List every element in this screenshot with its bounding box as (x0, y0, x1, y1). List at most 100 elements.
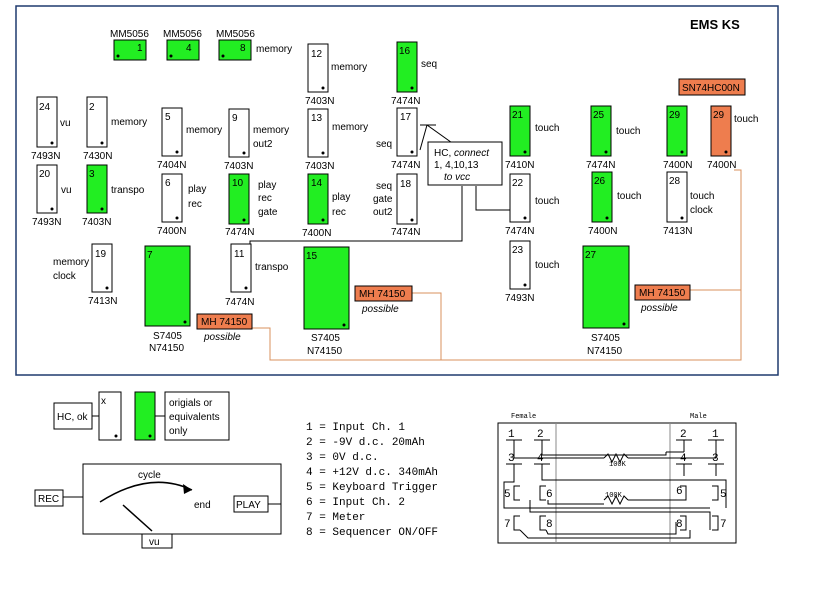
chip-14-function-2: rec (332, 207, 346, 218)
flow-cycle-label: cycle (138, 470, 161, 481)
mh74150-label-3: MH 74150 (639, 288, 686, 299)
legend-originals-1: origials or (169, 398, 213, 409)
chip-6-function-1: play (188, 184, 206, 195)
hc-note-prefix: HC, (434, 148, 451, 159)
chip-10-function-2: rec (258, 193, 272, 204)
pin1-dot (604, 150, 608, 154)
sn74hc00n-label-box (678, 78, 746, 96)
switch-lever (122, 504, 153, 532)
female-pin-7: 7 (504, 519, 511, 531)
chip-21 (509, 105, 531, 157)
mm5056-label-4: MM5056 (163, 29, 202, 40)
chip-8-function: memory (256, 44, 292, 55)
pin1-dot (175, 150, 179, 154)
pin1-dot (244, 286, 248, 290)
pin1-dot (321, 86, 325, 90)
chip-19-function-1: memory (53, 257, 89, 268)
pin-line-2: 2 = -9V d.c. 20mAh (306, 437, 425, 449)
mh74150-note-1: possible (203, 332, 241, 343)
chip-15-part-2: N74150 (307, 346, 342, 357)
chip-2-function: memory (111, 117, 147, 128)
chip-14-number: 14 (311, 178, 323, 189)
chip-13-function: memory (332, 122, 368, 133)
chip-14 (307, 173, 329, 225)
chip-24 (36, 96, 58, 148)
legend-green-chip (134, 391, 156, 441)
chip-24-function: vu (60, 118, 71, 129)
chip-17-function: seq (376, 139, 392, 150)
chip-28-number: 28 (669, 176, 681, 187)
pin1-dot (605, 216, 609, 220)
male-pin-6: 6 (676, 486, 683, 498)
chip-10-function-1: play (258, 180, 276, 191)
pin1-dot (724, 150, 728, 154)
chip-3-function: transpo (111, 185, 145, 196)
chip-26-function: touch (617, 191, 641, 202)
chip-6-number: 6 (165, 178, 171, 189)
chip-18-function-3: out2 (373, 207, 393, 218)
flow-play-label: PLAY (236, 500, 261, 511)
chip-26-part: 7400N (588, 226, 617, 237)
diagram-title: EMS KS (690, 17, 740, 32)
chip-25-number: 25 (593, 110, 605, 121)
female-pin-4: 4 (537, 453, 544, 465)
chip-29-orange-part: 7400N (707, 160, 736, 171)
chip-4 (166, 39, 200, 61)
male-pin-1: 1 (712, 429, 719, 441)
female-label: Female (511, 413, 536, 421)
mh74150-note-2: possible (361, 304, 399, 315)
chip-22 (509, 173, 531, 223)
pin1-dot (342, 323, 346, 327)
chip-5-function: memory (186, 125, 222, 136)
chip-16-number: 16 (399, 46, 411, 57)
chip-29-orange-number: 29 (713, 110, 725, 121)
pin1-dot (321, 218, 325, 222)
pin1-dot (410, 86, 414, 90)
pin1-dot (680, 150, 684, 154)
chip-26 (591, 171, 613, 223)
pin-line-8: 8 = Sequencer ON/OFF (306, 527, 438, 539)
chip-8 (218, 39, 252, 61)
chip-13 (307, 108, 329, 158)
pin-line-3: 3 = 0V d.c. (306, 452, 379, 464)
chip-12-function: memory (331, 62, 367, 73)
chip-3-part: 7403N (82, 217, 111, 228)
chip-20 (36, 164, 58, 214)
chip-1 (113, 39, 147, 61)
pin1-dot (242, 218, 246, 222)
sn74hc00n-label: SN74HC00N (682, 83, 740, 94)
male-label: Male (690, 413, 707, 421)
chip-21-part: 7410N (505, 160, 534, 171)
chip-24-number: 24 (39, 102, 51, 113)
pin1-dot (410, 150, 414, 154)
cycle-arrowhead (183, 484, 192, 494)
pin1-dot (114, 434, 118, 438)
chip-2-number: 2 (89, 102, 95, 113)
chip-5 (161, 107, 183, 157)
chip-22-number: 22 (512, 178, 524, 189)
chip-9-part: 7403N (224, 161, 253, 172)
chip-10-number: 10 (232, 178, 244, 189)
chip-9 (228, 108, 250, 158)
pin1-dot (183, 320, 187, 324)
chip-17-number: 17 (400, 112, 412, 123)
pin1-dot (523, 150, 527, 154)
male-pin-8: 8 (676, 519, 683, 531)
legend-hc-ok: HC, ok (57, 412, 89, 423)
chip-25 (590, 105, 612, 157)
chip-2-part: 7430N (83, 151, 112, 162)
chip-2 (86, 96, 108, 148)
chip-9-function-2: out2 (253, 139, 273, 150)
chip-29-orange-function: touch (734, 114, 758, 125)
chip-23-function: touch (535, 260, 559, 271)
chip-6 (161, 173, 183, 223)
chip-19-part: 7413N (88, 296, 117, 307)
chip-9-function-1: memory (253, 125, 289, 136)
chip-20-part: 7493N (32, 217, 61, 228)
pin-line-5: 5 = Keyboard Trigger (306, 482, 438, 494)
legend-white-chip (98, 391, 122, 441)
legend-originals-2: equivalents (169, 412, 220, 423)
male-pin-7: 7 (720, 519, 727, 531)
pin1-dot (321, 151, 325, 155)
